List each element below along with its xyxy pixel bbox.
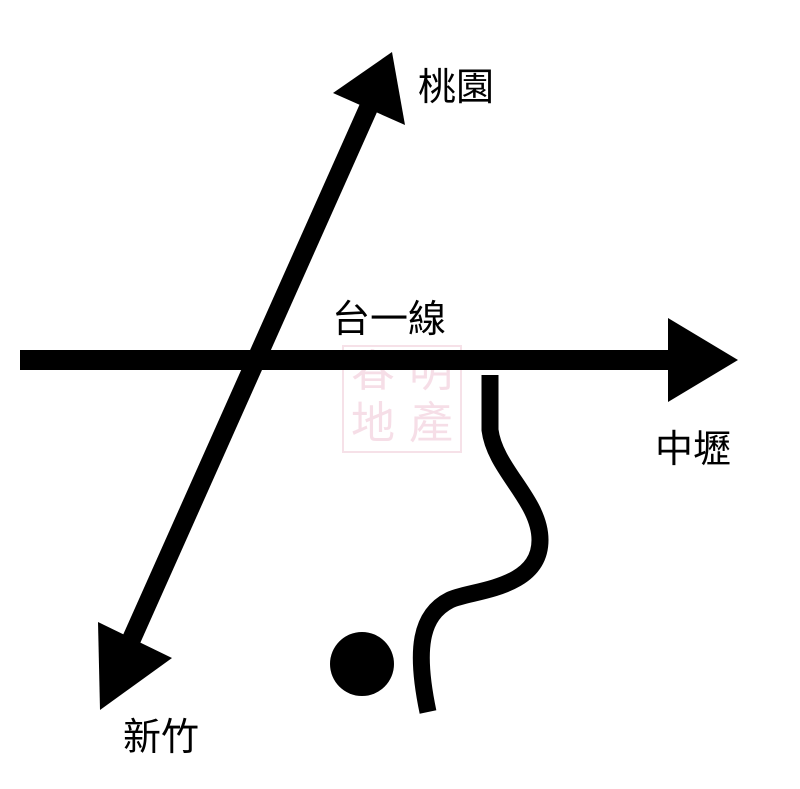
watermark-char: 地 xyxy=(351,398,395,449)
local-road-curve xyxy=(412,375,549,714)
location-marker xyxy=(330,632,394,696)
arrowhead-north xyxy=(333,52,405,125)
label-zhongli: 中壢 xyxy=(655,427,732,471)
arrowhead-south xyxy=(98,622,172,710)
arrowhead-east xyxy=(668,318,738,402)
road-diagonal xyxy=(111,96,381,669)
watermark-char: 產 xyxy=(409,398,453,449)
label-taiyi-line: 台一線 xyxy=(332,297,447,341)
label-taoyuan: 桃園 xyxy=(418,65,495,109)
label-hsinchu: 新竹 xyxy=(123,715,200,759)
